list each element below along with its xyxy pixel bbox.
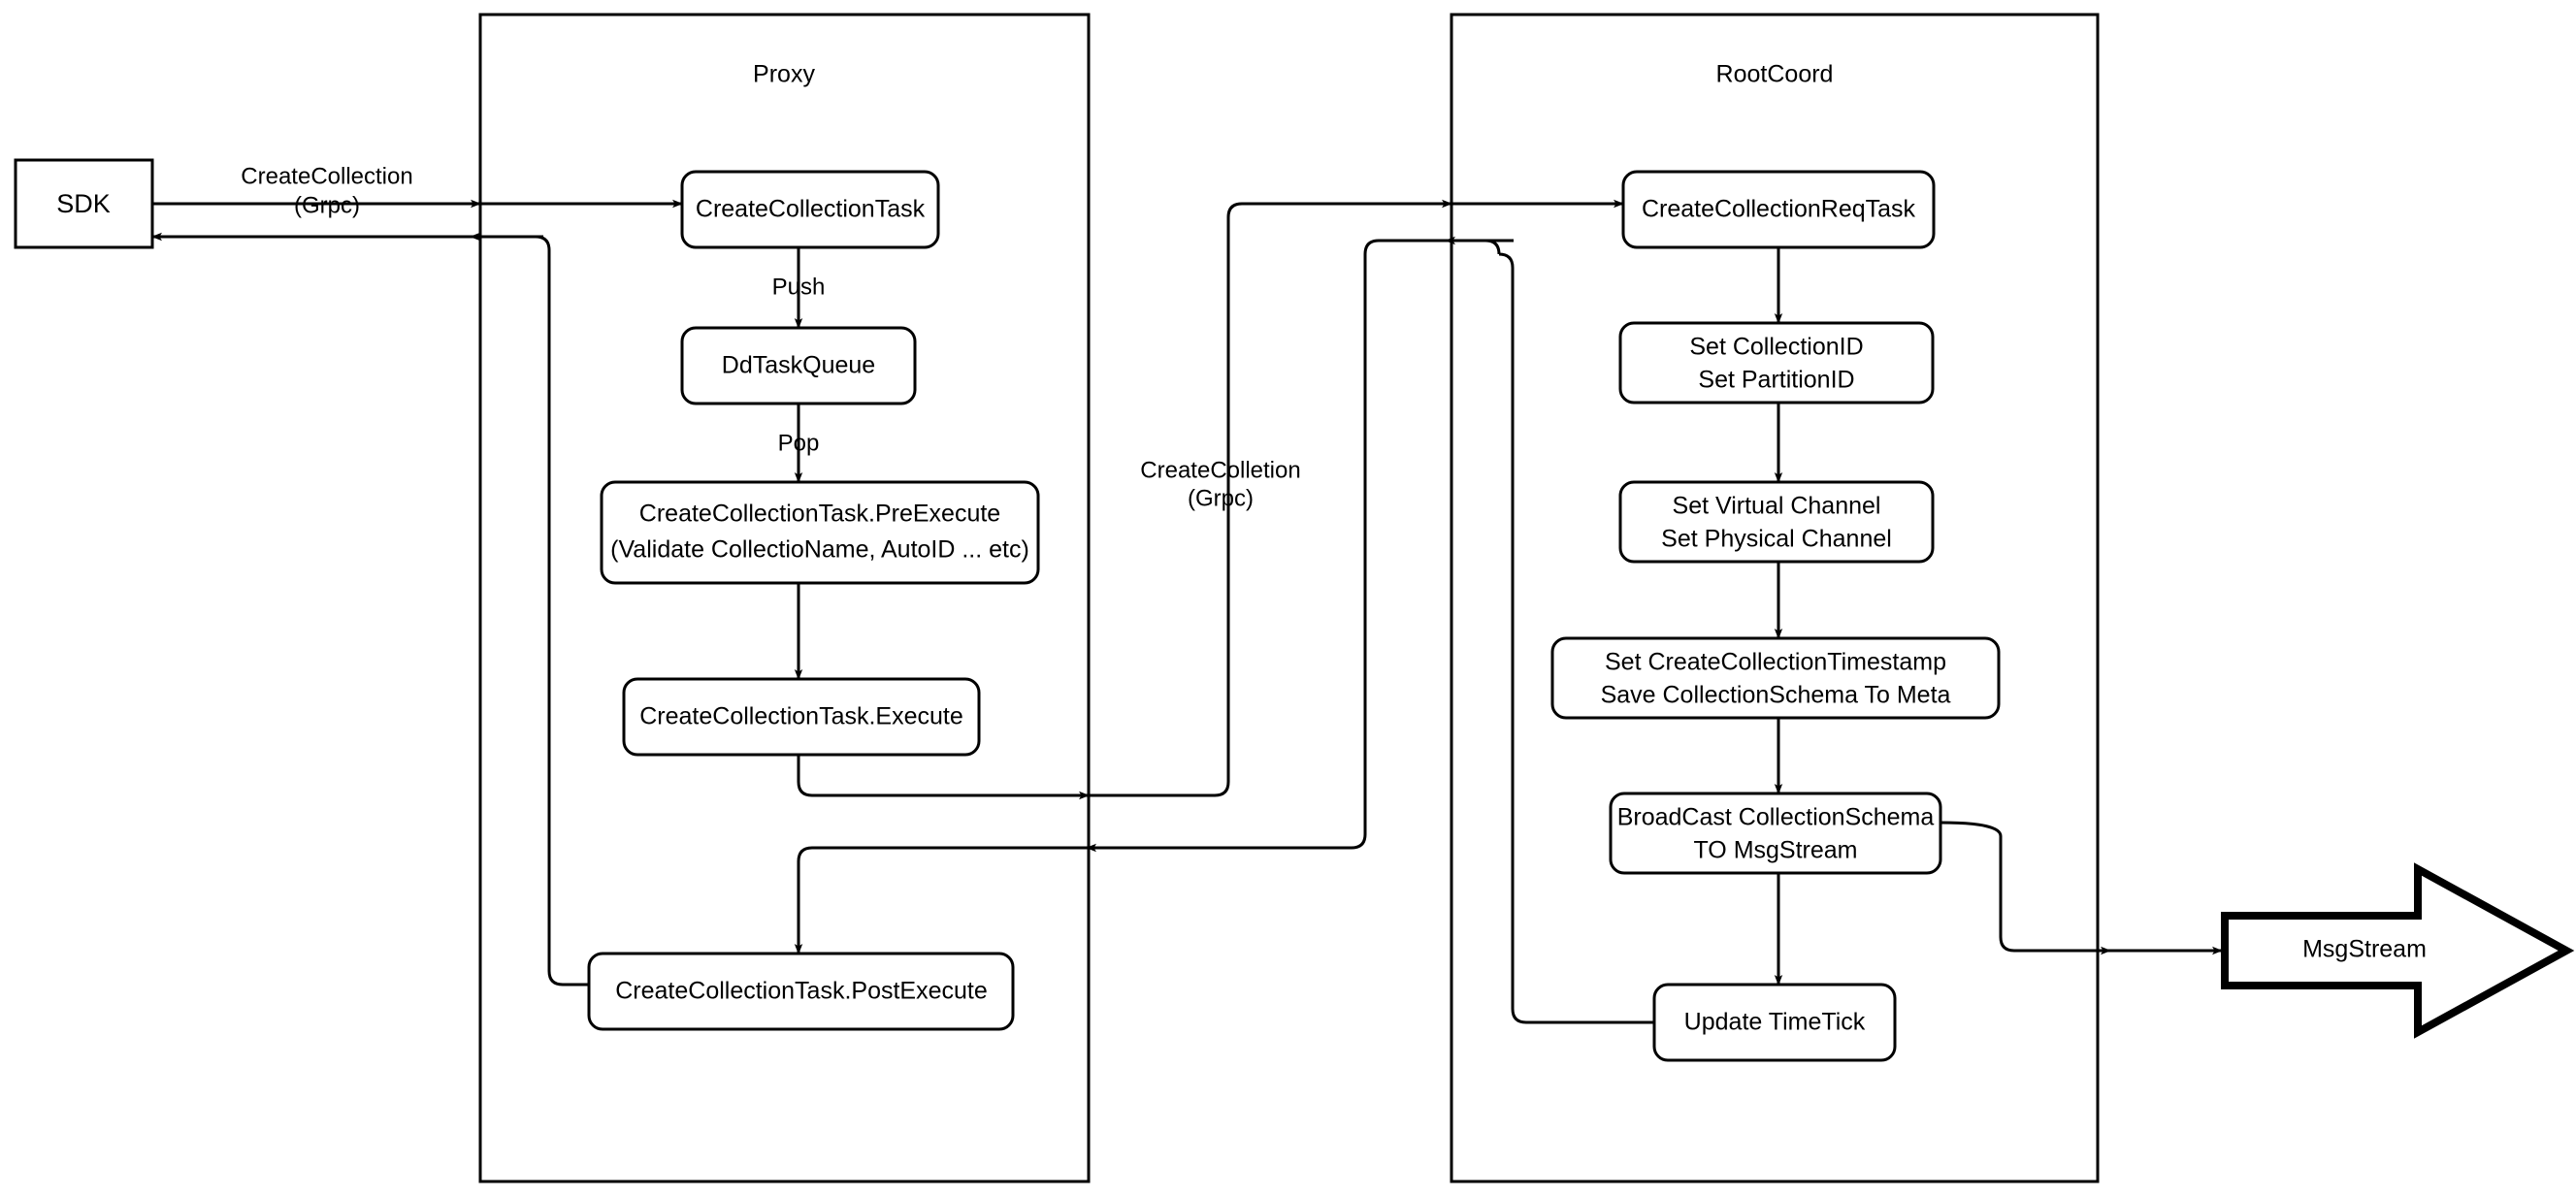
update-timetick-box[interactable] [1652,983,1897,1062]
edge-execute-to-right [797,755,1089,797]
proxy-title: Proxy [753,61,815,88]
node-sdk[interactable]: SDK [14,158,154,249]
node-msgstream[interactable]: MsgStream [2221,862,2575,1039]
preexecute-label-line2: (Validate CollectioName, AutoID ... etc) [610,536,1029,564]
node-create-collection-task[interactable]: CreateCollectionTask [680,170,940,249]
set-channel-label-line1: Set Virtual Channel [1673,493,1881,520]
update-timetick-label: Update TimeTick [1684,1009,1866,1036]
sdk-label: SDK [56,189,111,218]
rootcoord-title: RootCoord [1716,61,1834,88]
edge-updatetimetick-to-return [1498,252,1654,1024]
preexecute-box[interactable] [600,480,1040,585]
node-create-collection-task-preexecute[interactable]: CreateCollectionTask.PreExecute (Validat… [600,480,1040,585]
node-broadcast-collection-schema[interactable]: BroadCast CollectionSchema TO MsgStream [1609,792,1942,875]
edge-label-create-collection-grpc: CreateCollection (Grpc) [241,163,412,218]
create-collection-req-task-label: CreateCollectionReqTask [1642,196,1916,223]
dd-task-queue-box[interactable] [680,326,917,405]
edge-label-pop: Pop [778,430,820,456]
set-collection-id-label-line2: Set PartitionID [1698,367,1854,394]
edge-broadcast-to-msgstream [1940,821,2222,953]
create-collection-task-label: CreateCollectionTask [696,196,926,223]
node-set-timestamp[interactable]: Set CreateCollectionTimestamp Save Colle… [1550,636,2001,720]
postexecute-box[interactable] [587,952,1015,1031]
edge-proxy-to-rootcoord [1089,202,1451,797]
node-set-channel[interactable]: Set Virtual Channel Set Physical Channel [1618,480,1935,564]
edge-label-create-colletion-grpc: CreateColletion (Grpc) [1140,457,1300,511]
postexecute-label: CreateCollectionTask.PostExecute [615,978,988,1005]
set-collection-id-label-line1: Set CollectionID [1689,334,1863,361]
msgstream-label: MsgStream [2302,936,2427,963]
set-timestamp-label-line1: Set CreateCollectionTimestamp [1605,649,1946,676]
set-channel-label-line2: Set Physical Channel [1661,526,1892,553]
broadcast-label-line1: BroadCast CollectionSchema [1617,804,1935,831]
node-update-timetick[interactable]: Update TimeTick [1652,983,1897,1062]
set-timestamp-label-line2: Save CollectionSchema To Meta [1601,682,1951,709]
broadcast-box[interactable] [1609,792,1942,875]
svg-text:(Grpc): (Grpc) [294,192,360,218]
dd-task-queue-label: DdTaskQueue [722,352,875,379]
set-collection-id-box[interactable] [1618,321,1935,404]
node-create-collection-task-postexecute[interactable]: CreateCollectionTask.PostExecute [587,952,1015,1031]
broadcast-label-line2: TO MsgStream [1693,837,1857,864]
set-timestamp-box[interactable] [1550,636,2001,720]
node-create-collection-task-execute[interactable]: CreateCollectionTask.Execute [622,677,981,757]
create-collection-task-box[interactable] [680,170,940,249]
edge-label-push: Push [772,274,826,300]
node-set-collection-id[interactable]: Set CollectionID Set PartitionID [1618,321,1935,404]
preexecute-label-line1: CreateCollectionTask.PreExecute [639,501,1000,528]
svg-text:(Grpc): (Grpc) [1188,485,1254,511]
execute-box[interactable] [622,677,981,757]
sdk-box[interactable] [14,158,154,249]
svg-text:CreateCollection: CreateCollection [241,163,412,189]
svg-text:CreateColletion: CreateColletion [1140,457,1300,483]
execute-label: CreateCollectionTask.Execute [639,703,963,730]
node-create-collection-req-task[interactable]: CreateCollectionReqTask [1621,170,1936,249]
node-dd-task-queue[interactable]: DdTaskQueue [680,326,917,405]
create-collection-req-task-box[interactable] [1621,170,1936,249]
msgstream-arrow-shape[interactable] [2221,862,2575,1039]
set-channel-box[interactable] [1618,480,1935,564]
